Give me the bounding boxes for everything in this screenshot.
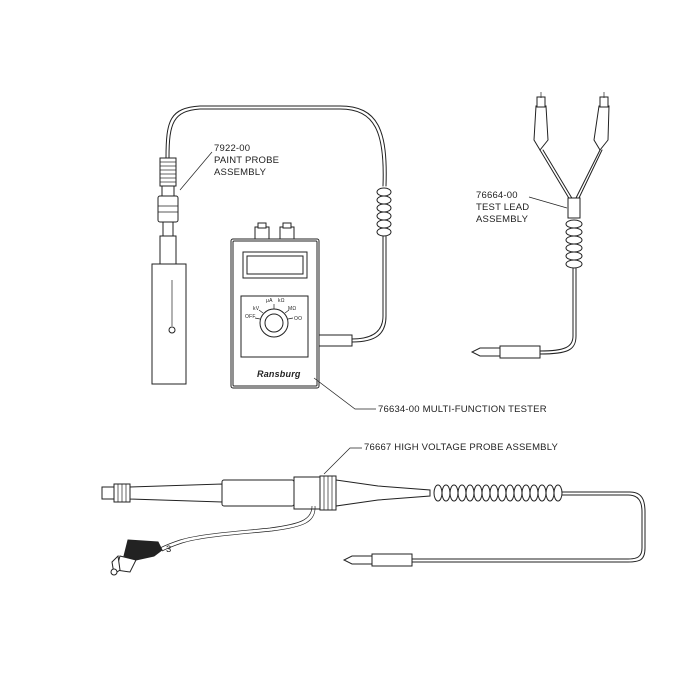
hv-probe-ground-tip — [342, 555, 373, 565]
test-lead-probe-handle — [499, 345, 541, 359]
paint-probe-leader — [179, 151, 213, 191]
dial-ohm-label: OO — [294, 316, 302, 322]
tester-cable-plug — [317, 334, 353, 347]
hv-probe-clip-mark: 3 — [166, 544, 171, 555]
hv-probe-cable-coil — [433, 484, 563, 502]
test-lead-junction — [567, 197, 581, 219]
test-lead-label-line1: TEST LEAD — [476, 202, 529, 213]
hv-probe-leader — [323, 447, 362, 475]
hv-probe-tip — [101, 486, 115, 500]
tester-knob-right — [279, 226, 295, 241]
paint-probe-label-line2: ASSEMBLY — [214, 167, 267, 178]
high-voltage-probe-assembly: 3 76667 HIGH VOLTAGE PROBE ASSEMBLY — [101, 442, 646, 576]
hv-probe-ground-handle — [371, 553, 413, 567]
dial-kohm-label: kΩ — [278, 298, 285, 304]
paint-probe-label-number: 7922-00 — [214, 143, 250, 154]
tester-brand-logo: Ransburg — [257, 369, 301, 379]
paint-probe-cable-coil — [376, 187, 392, 237]
test-lead-clip-left — [533, 92, 549, 151]
hv-probe-cable — [411, 491, 646, 563]
test-lead-coil — [565, 219, 583, 269]
hv-probe-rod — [129, 483, 223, 503]
tester-label: 76634-00 MULTI-FUNCTION TESTER — [378, 404, 547, 415]
dial-kv-label: kV — [253, 306, 260, 312]
paint-probe-body — [151, 263, 187, 385]
tester-leader — [313, 377, 376, 410]
paint-probe-label-line1: PAINT PROBE — [214, 155, 279, 166]
dial-ua-label: μA — [266, 298, 273, 304]
multi-function-tester: OFF kV μA kΩ MΩ OO Ransburg 76634-00 MUL… — [230, 222, 547, 415]
dial-mohm-label: MΩ — [288, 306, 296, 312]
hv-probe-ground-clip — [110, 539, 163, 576]
test-lead-assembly: 76664-00 TEST LEAD ASSEMBLY — [470, 92, 610, 359]
test-lead-clip-right — [593, 92, 610, 151]
hv-probe-handle — [221, 479, 295, 507]
hv-probe-ground-wire — [159, 505, 313, 549]
test-lead-probe-tip — [470, 347, 501, 357]
tester-knob-left — [254, 226, 270, 241]
test-lead-label-number: 76664-00 — [476, 190, 518, 201]
dial-off-label: OFF — [245, 314, 256, 320]
hv-probe-label: 76667 HIGH VOLTAGE PROBE ASSEMBLY — [364, 442, 558, 453]
test-lead-leader — [528, 196, 568, 209]
paint-probe-cable — [165, 105, 387, 187]
test-lead-label-line2: ASSEMBLY — [476, 214, 529, 225]
